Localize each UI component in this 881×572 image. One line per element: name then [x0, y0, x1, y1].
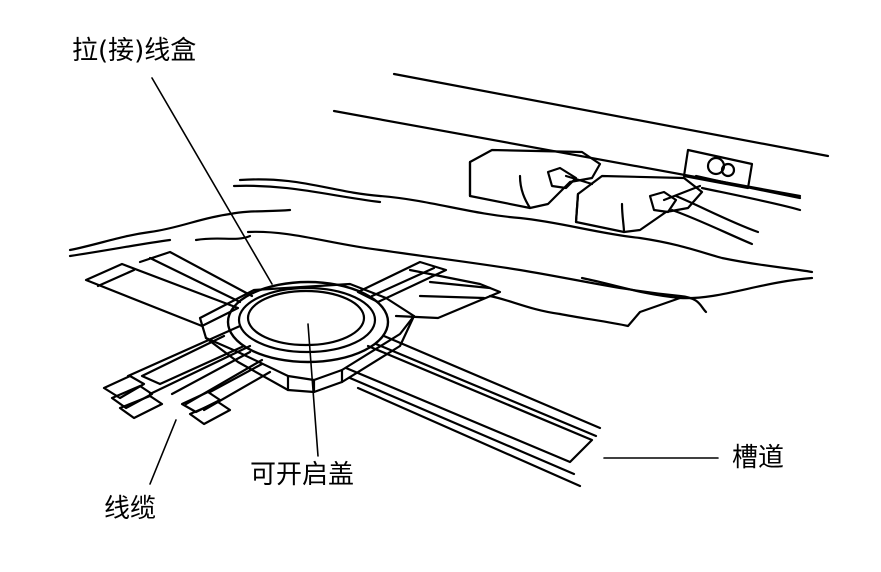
lid-rings — [226, 280, 390, 364]
lid-label: 可开启盖 — [250, 460, 355, 490]
duct-arm-right — [344, 334, 602, 488]
wall-conduits — [670, 174, 802, 246]
duct-arm-front — [140, 334, 272, 412]
leader-lines — [149, 77, 719, 485]
cable-ends — [102, 324, 264, 426]
floor-slab-outline — [68, 178, 814, 328]
duct-arm-top — [356, 260, 502, 320]
pull-box-label: 拉(接)线盒 — [72, 36, 197, 66]
duct-label: 槽道 — [732, 443, 785, 473]
duct-arm-left — [84, 250, 254, 328]
cable-label: 线缆 — [104, 494, 157, 524]
wall-outlet-left — [468, 148, 602, 210]
wall-edge-lines — [332, 72, 830, 198]
